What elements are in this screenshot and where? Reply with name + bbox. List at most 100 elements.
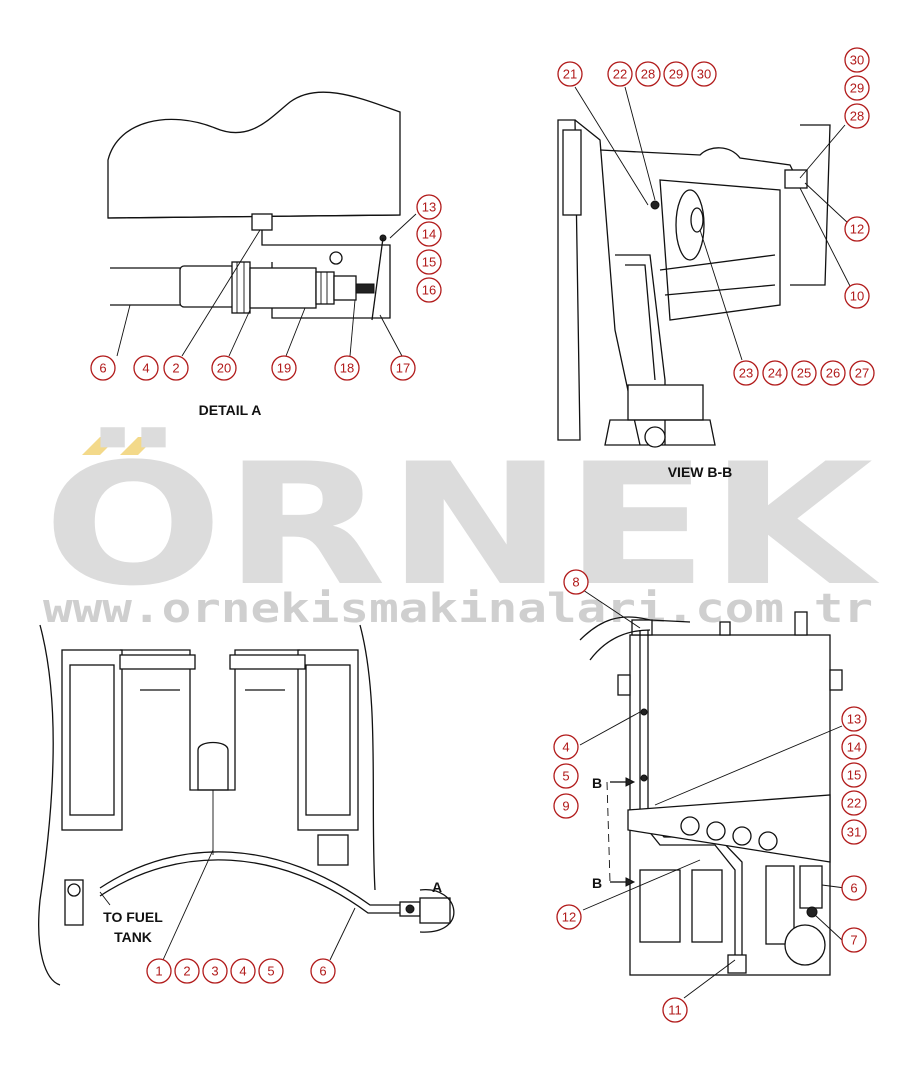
svg-text:19: 19: [277, 361, 291, 376]
bottom-right-drawing: [579, 589, 846, 999]
svg-text:4: 4: [562, 740, 569, 755]
callout-view-bb-22: 22: [607, 61, 633, 87]
callout-bottom-right-22: 22: [841, 790, 867, 816]
svg-text:4: 4: [239, 964, 246, 979]
callout-bottom-left-2: 2: [174, 958, 200, 984]
svg-text:11: 11: [668, 1003, 682, 1018]
callout-detail-a-20: 20: [211, 355, 237, 381]
callout-bottom-right-9: 9: [553, 793, 579, 819]
callout-bottom-right-15: 15: [841, 762, 867, 788]
callout-view-bb-29-right: 29: [844, 75, 870, 101]
view-bb-title: VIEW B-B: [668, 464, 733, 480]
callout-view-bb-10: 10: [844, 283, 870, 309]
callout-view-bb-26: 26: [820, 360, 846, 386]
svg-text:24: 24: [768, 366, 782, 381]
callout-detail-a-14: 14: [416, 221, 442, 247]
svg-text:13: 13: [847, 712, 861, 727]
watermark: ÖRNEK www.ornekismakinalari.com.tr: [43, 427, 880, 632]
svg-text:5: 5: [562, 769, 569, 784]
callout-bottom-right-7: 7: [841, 927, 867, 953]
svg-text:26: 26: [826, 366, 840, 381]
watermark-brand: ÖRNEK: [43, 427, 880, 623]
callout-bottom-right-5: 5: [553, 763, 579, 789]
svg-text:14: 14: [847, 740, 861, 755]
callout-detail-a-15: 15: [416, 249, 442, 275]
svg-text:10: 10: [850, 289, 864, 304]
callout-bottom-left-6: 6: [310, 958, 336, 984]
svg-text:3: 3: [211, 964, 218, 979]
callout-view-bb-27: 27: [849, 360, 875, 386]
svg-text:27: 27: [855, 366, 869, 381]
callout-detail-a-2: 2: [163, 355, 189, 381]
svg-text:22: 22: [613, 67, 627, 82]
callout-view-bb-24: 24: [762, 360, 788, 386]
callout-bottom-right-11: 11: [662, 997, 688, 1023]
callout-bottom-right-31: 31: [841, 819, 867, 845]
callout-detail-a-17: 17: [390, 355, 416, 381]
svg-text:30: 30: [697, 67, 711, 82]
svg-text:14: 14: [422, 227, 436, 242]
svg-text:6: 6: [319, 964, 326, 979]
callout-view-bb-28: 28: [635, 61, 661, 87]
svg-text:31: 31: [847, 825, 861, 840]
svg-text:20: 20: [217, 361, 231, 376]
svg-text:25: 25: [797, 366, 811, 381]
callout-detail-a-18: 18: [334, 355, 360, 381]
section-b-marker-bottom: B: [592, 875, 602, 891]
detail-a-title: DETAIL A: [199, 402, 262, 418]
to-fuel-tank-label-line2: TANK: [114, 929, 152, 945]
watermark-accent-left: [82, 437, 118, 455]
svg-text:29: 29: [669, 67, 683, 82]
svg-text:30: 30: [850, 53, 864, 68]
svg-text:8: 8: [572, 575, 579, 590]
callout-view-bb-30: 30: [691, 61, 717, 87]
callout-bottom-left-5: 5: [258, 958, 284, 984]
callout-view-bb-25: 25: [791, 360, 817, 386]
svg-text:5: 5: [267, 964, 274, 979]
svg-text:13: 13: [422, 200, 436, 215]
view-bb-drawing: [557, 86, 852, 448]
svg-text:9: 9: [562, 799, 569, 814]
callout-detail-a-4: 4: [133, 355, 159, 381]
callout-bottom-left-1: 1: [146, 958, 172, 984]
to-fuel-tank-label-line1: TO FUEL: [103, 909, 163, 925]
callout-bottom-right-4: 4: [553, 734, 579, 760]
svg-text:2: 2: [172, 361, 179, 376]
section-a-marker: A: [432, 879, 442, 895]
callout-bottom-left-3: 3: [202, 958, 228, 984]
callout-view-bb-29: 29: [663, 61, 689, 87]
svg-text:1: 1: [155, 964, 162, 979]
callout-detail-a-19: 19: [271, 355, 297, 381]
svg-text:6: 6: [99, 361, 106, 376]
callout-detail-a-6: 6: [90, 355, 116, 381]
callout-view-bb-30-right: 30: [844, 47, 870, 73]
callout-view-bb-21: 21: [557, 61, 583, 87]
svg-text:21: 21: [563, 67, 577, 82]
section-b-marker-top: B: [592, 775, 602, 791]
callout-detail-a-13: 13: [416, 194, 442, 220]
callout-bottom-right-14: 14: [841, 734, 867, 760]
svg-text:2: 2: [183, 964, 190, 979]
callout-bottom-right-13: 13: [841, 706, 867, 732]
svg-text:4: 4: [142, 361, 149, 376]
callout-bottom-right-12: 12: [556, 904, 582, 930]
svg-text:12: 12: [562, 910, 576, 925]
svg-text:22: 22: [847, 796, 861, 811]
svg-text:7: 7: [850, 933, 857, 948]
svg-text:15: 15: [847, 768, 861, 783]
callout-view-bb-28-right: 28: [844, 103, 870, 129]
watermark-url: www.ornekismakinalari.com.tr: [43, 586, 873, 632]
callout-view-bb-23: 23: [733, 360, 759, 386]
callout-bottom-left-4: 4: [230, 958, 256, 984]
svg-text:28: 28: [641, 67, 655, 82]
callout-bottom-right-6: 6: [841, 875, 867, 901]
watermark-accent-right: [120, 437, 156, 455]
detail-a-drawing: [107, 91, 417, 357]
svg-text:23: 23: [739, 366, 753, 381]
svg-text:16: 16: [422, 283, 436, 298]
bottom-left-drawing: [38, 624, 455, 986]
callout-view-bb-12: 12: [844, 216, 870, 242]
callout-bottom-right-8: 8: [563, 569, 589, 595]
svg-text:6: 6: [850, 881, 857, 896]
